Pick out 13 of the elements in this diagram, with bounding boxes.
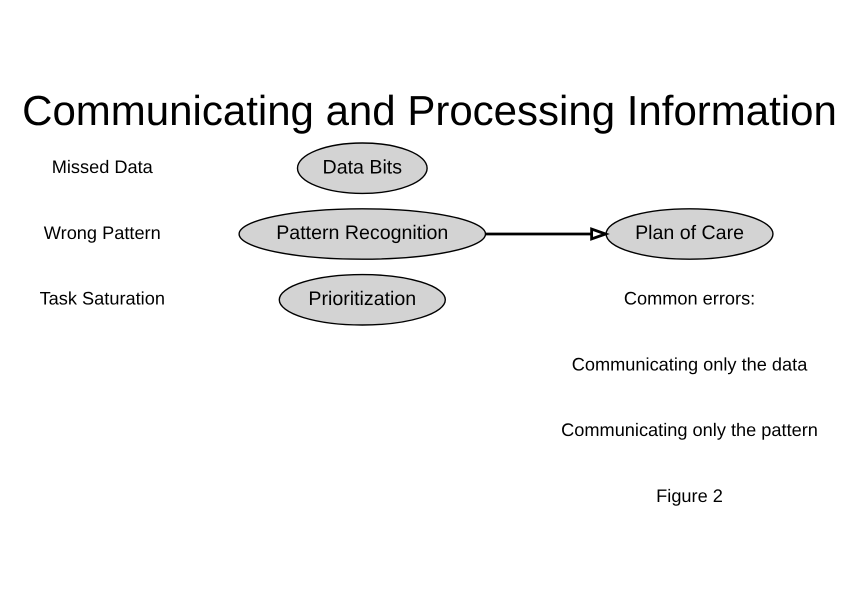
label: Wrong Pattern xyxy=(44,222,161,242)
label: Figure 2 xyxy=(656,485,723,506)
node-ellipse: Pattern Recognition xyxy=(238,208,486,260)
arrow xyxy=(485,226,610,240)
diagram-title: Communicating and Processing Information xyxy=(22,86,837,134)
label: Communicating only the pattern xyxy=(561,420,818,440)
label: Communicating only the data xyxy=(572,354,808,374)
node-ellipse: Data Bits xyxy=(296,142,428,194)
node-ellipse: Plan of Care xyxy=(605,208,774,260)
label: Missed Data xyxy=(52,156,153,176)
label: Task Saturation xyxy=(40,288,165,308)
label: Common errors: xyxy=(624,288,756,308)
node-ellipse: Prioritization xyxy=(278,273,446,326)
